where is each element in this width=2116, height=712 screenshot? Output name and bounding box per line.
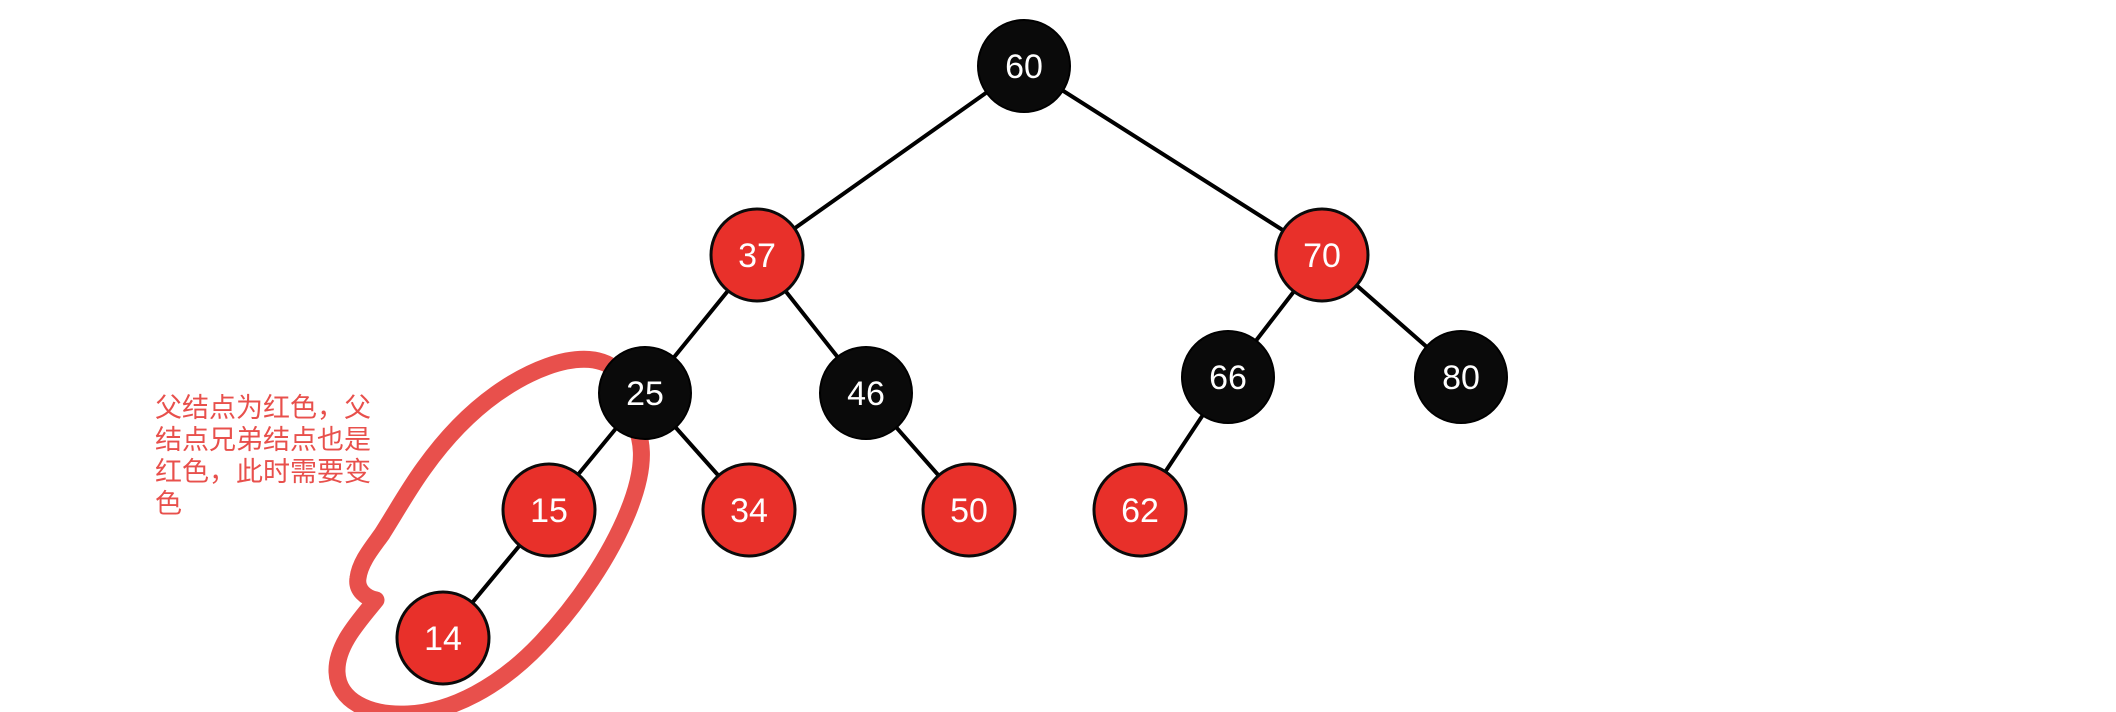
node-circle-15 [501, 462, 597, 558]
tree-edge-60-70 [1022, 64, 1324, 257]
annotation-text: 父结点为红色，父结点兄弟结点也是红色，此时需要变色 [155, 393, 371, 519]
node-circle-14 [395, 590, 491, 686]
node-label-80: 80 [1442, 359, 1480, 397]
node-label-70: 70 [1303, 237, 1341, 275]
tree-node-14[interactable]: 14 [395, 590, 491, 686]
node-circle-70 [1274, 207, 1370, 303]
tree-node-46[interactable]: 46 [819, 346, 913, 440]
tree-node-80[interactable]: 80 [1414, 330, 1508, 424]
node-circle-66 [1181, 330, 1275, 424]
tree-node-25[interactable]: 25 [598, 346, 692, 440]
tree-node-66[interactable]: 66 [1181, 330, 1275, 424]
node-circle-34 [701, 462, 797, 558]
node-circle-80 [1414, 330, 1508, 424]
tree-edge-60-37 [755, 64, 1026, 257]
node-circle-46 [819, 346, 913, 440]
node-label-15: 15 [530, 492, 568, 530]
tree-node-62[interactable]: 62 [1092, 462, 1188, 558]
tree-node-34[interactable]: 34 [701, 462, 797, 558]
node-label-66: 66 [1209, 359, 1247, 397]
node-circle-50 [921, 462, 1017, 558]
node-label-34: 34 [730, 492, 768, 530]
node-label-50: 50 [950, 492, 988, 530]
node-label-46: 46 [847, 375, 885, 413]
node-circle-25 [598, 346, 692, 440]
tree-node-50[interactable]: 50 [921, 462, 1017, 558]
node-label-60: 60 [1005, 48, 1043, 86]
tree-node-15[interactable]: 15 [501, 462, 597, 558]
annotation-loop-path [328, 350, 650, 712]
node-circle-62 [1092, 462, 1188, 558]
tree-node-70[interactable]: 70 [1274, 207, 1370, 303]
annotation-circle-marker [328, 350, 650, 712]
node-circle-37 [709, 207, 805, 303]
node-label-62: 62 [1121, 492, 1159, 530]
node-label-25: 25 [626, 375, 664, 413]
node-circle-60 [977, 19, 1071, 113]
tree-nodes: 60 37 70 25 46 66 80 15 34 50 62 14 [395, 19, 1508, 686]
node-label-37: 37 [738, 237, 776, 275]
node-label-14: 14 [424, 620, 462, 658]
tree-node-37[interactable]: 37 [709, 207, 805, 303]
tree-node-60[interactable]: 60 [977, 19, 1071, 113]
